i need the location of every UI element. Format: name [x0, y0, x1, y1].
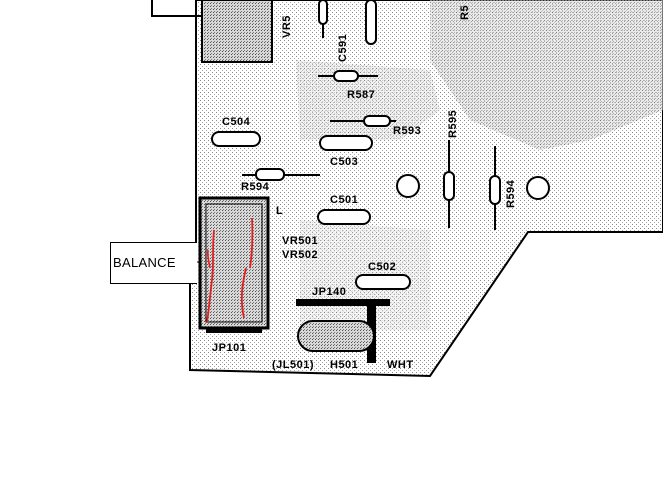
label-c503: C503 [330, 156, 359, 168]
resistor-r595 [443, 171, 455, 201]
jumper-jl501 [297, 320, 375, 352]
label-jl501: (JL501) [272, 359, 315, 371]
label-r5-top: R5 [459, 4, 471, 20]
resistor-r594-vertical [489, 175, 501, 205]
wire-lead [151, 0, 205, 17]
label-l-mark: L [276, 205, 284, 217]
red-annotation [249, 217, 254, 269]
balance-label: BALANCE [113, 255, 176, 270]
label-c591: C591 [337, 33, 349, 62]
label-jp140: JP140 [312, 286, 347, 298]
mounting-hole [526, 176, 550, 200]
label-r594: R594 [241, 181, 270, 193]
label-vr-top: VR5 [281, 15, 293, 38]
capacitor-c503 [319, 135, 373, 151]
label-r593: R593 [393, 125, 422, 137]
balance-callout-box [110, 242, 197, 284]
resistor-top-1 [318, 0, 328, 25]
jp101-bar [206, 327, 262, 333]
vr-block-top [201, 0, 273, 63]
label-vr502: VR502 [282, 249, 319, 261]
label-c502: C502 [368, 261, 397, 273]
label-r587: R587 [347, 89, 376, 101]
resistor-r594 [255, 168, 285, 181]
red-annotation [240, 267, 247, 319]
vr-block-inner [205, 203, 263, 323]
capacitor-c501 [317, 209, 371, 225]
label-wht: WHT [387, 359, 414, 371]
copper-trace-area [430, 0, 663, 150]
jumper-jp140 [296, 299, 390, 306]
label-c501: C501 [330, 194, 359, 206]
label-vr501: VR501 [282, 235, 319, 247]
label-r595: R595 [447, 109, 459, 138]
resistor-top-2 [365, 0, 377, 45]
red-annotation [206, 229, 215, 323]
label-c504: C504 [222, 116, 251, 128]
resistor-r593 [363, 115, 391, 127]
capacitor-c504 [211, 131, 261, 147]
label-h501: H501 [330, 359, 359, 371]
red-annotation [206, 249, 211, 269]
vr-block-vr501 [198, 196, 270, 330]
label-r594-vertical: R594 [505, 179, 517, 208]
capacitor-c502 [355, 274, 411, 290]
resistor-r587 [333, 70, 359, 82]
mounting-hole [396, 174, 420, 198]
label-jp101: JP101 [212, 342, 247, 354]
